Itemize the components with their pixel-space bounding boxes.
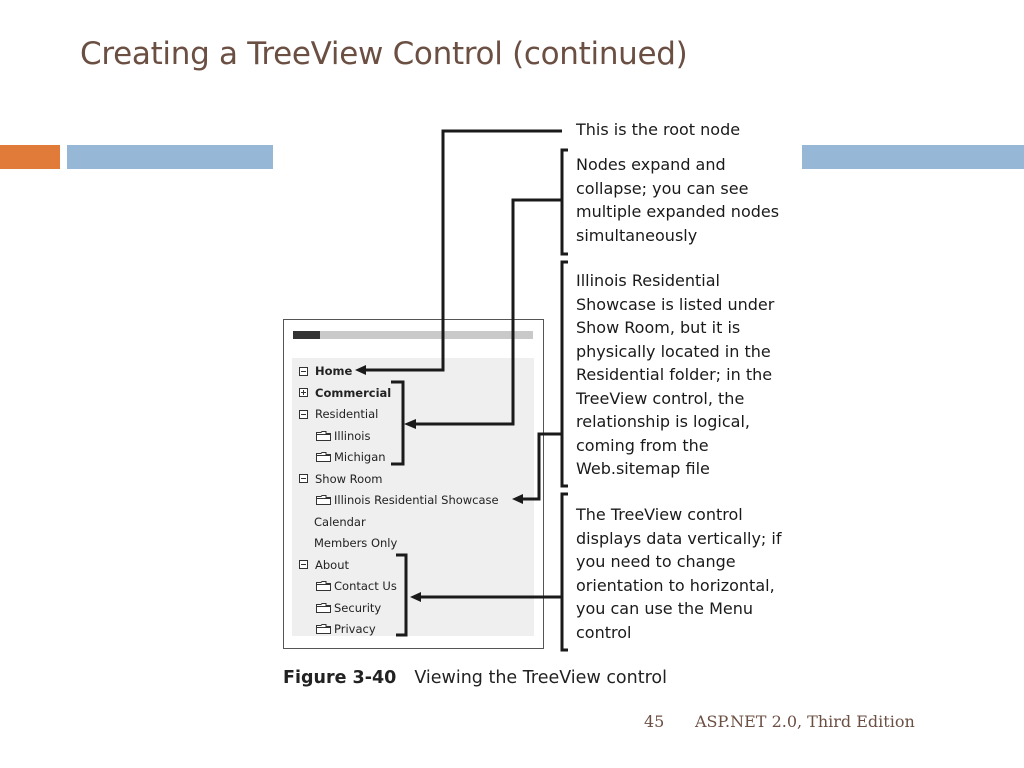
tree-node[interactable]: Show Room (299, 471, 382, 487)
annotation-line: Illinois Residential (576, 271, 720, 290)
annotation-line: control (576, 622, 632, 642)
folder-icon (316, 452, 331, 462)
annotation-line: relationship is logical, (576, 412, 750, 431)
tree-node[interactable]: Security (316, 600, 381, 616)
tree-node[interactable]: Residential (299, 406, 378, 422)
annotation-vertical-display: The TreeView control displays data verti… (576, 503, 781, 644)
bracket-expand-collapse (560, 148, 568, 256)
annotation-line: orientation to horizontal, (576, 575, 775, 595)
figure-top-bar (293, 331, 533, 339)
expand-plus-icon[interactable] (299, 388, 308, 397)
tree-node[interactable]: Michigan (316, 449, 386, 465)
tree-node-label[interactable]: Commercial (315, 385, 392, 400)
figure-top-bar-marker (293, 331, 320, 339)
folder-icon (316, 624, 331, 634)
folder-icon (316, 602, 331, 613)
tree-node[interactable]: Home (299, 363, 352, 379)
annotation-line: simultaneously (576, 225, 698, 245)
folder-icon (316, 581, 331, 591)
accent-bar-blue-right (802, 145, 1024, 169)
tree-node-label[interactable]: Contact Us (334, 579, 397, 593)
tree-node-label[interactable]: Security (334, 600, 382, 615)
annotation-line: displays data vertically; if (576, 528, 782, 548)
figure-number: Figure 3-40 (283, 668, 397, 688)
annotation-line: Showcase is listed under (576, 294, 775, 314)
tree-node-label[interactable]: Illinois (334, 428, 371, 443)
annotation-line: TreeView control, the (576, 388, 745, 408)
collapse-minus-icon[interactable] (299, 409, 308, 419)
collapse-minus-icon[interactable] (299, 560, 308, 569)
tree-node-label[interactable]: Michigan (334, 450, 386, 464)
tree-node-label[interactable]: Illinois Residential Showcase (334, 493, 499, 507)
folder-icon (316, 495, 331, 505)
tree-node[interactable]: Members Only (314, 535, 397, 551)
tree-node-label[interactable]: Calendar (314, 514, 366, 529)
tree-node[interactable]: Illinois (316, 428, 371, 444)
annotation-expand-collapse: Nodes expand and collapse; you can see m… (576, 153, 779, 247)
annotation-line: coming from the (576, 435, 709, 455)
figure-caption: Figure 3-40 Viewing the TreeView control (283, 668, 667, 688)
annotation-line: Residential folder; in the (576, 365, 773, 384)
accent-bar-blue-left (67, 145, 273, 169)
annotation-line: you need to change (576, 552, 736, 571)
figure-caption-text: Viewing the TreeView control (414, 668, 667, 688)
bracket-logical-relationship (560, 260, 568, 488)
annotation-line: you can use the Menu (576, 599, 753, 618)
page-number: 45 (644, 712, 665, 731)
tree-node[interactable]: Commercial (299, 385, 391, 401)
annotation-root-node: This is the root node (576, 118, 740, 142)
tree-node[interactable]: About (299, 557, 349, 573)
annotation-line: physically located in the (576, 341, 771, 361)
tree-node[interactable]: Illinois Residential Showcase (316, 492, 499, 508)
tree-node-label[interactable]: Residential (315, 407, 379, 421)
tree-node-label[interactable]: Show Room (315, 471, 383, 486)
tree-node-label[interactable]: Home (315, 364, 353, 378)
annotation-line: Nodes expand and (576, 155, 726, 174)
slide-title: Creating a TreeView Control (continued) (80, 36, 688, 72)
collapse-minus-icon[interactable] (299, 366, 308, 376)
annotation-line: Web.sitemap file (576, 459, 710, 478)
annotation-line: multiple expanded nodes (576, 202, 780, 221)
annotation-line: The TreeView control (576, 505, 743, 524)
bracket-vertical-display (560, 492, 568, 652)
tree-node-label[interactable]: About (315, 557, 350, 572)
annotation-logical-relationship: Illinois Residential Showcase is listed … (576, 269, 774, 481)
folder-icon (316, 430, 331, 441)
tree-node[interactable]: Contact Us (316, 578, 397, 594)
tree-node[interactable]: Privacy (316, 621, 376, 637)
annotation-line: This is the root node (576, 120, 741, 139)
footer-edition: ASP.NET 2.0, Third Edition (695, 712, 915, 731)
tree-node[interactable]: Calendar (314, 514, 366, 530)
collapse-minus-icon[interactable] (299, 474, 308, 483)
tree-node-label[interactable]: Privacy (334, 622, 376, 636)
tree-node-label[interactable]: Members Only (314, 536, 398, 550)
annotation-line: collapse; you can see (576, 178, 749, 198)
accent-bar-orange (0, 145, 60, 169)
annotation-line: Show Room, but it is (576, 318, 741, 337)
